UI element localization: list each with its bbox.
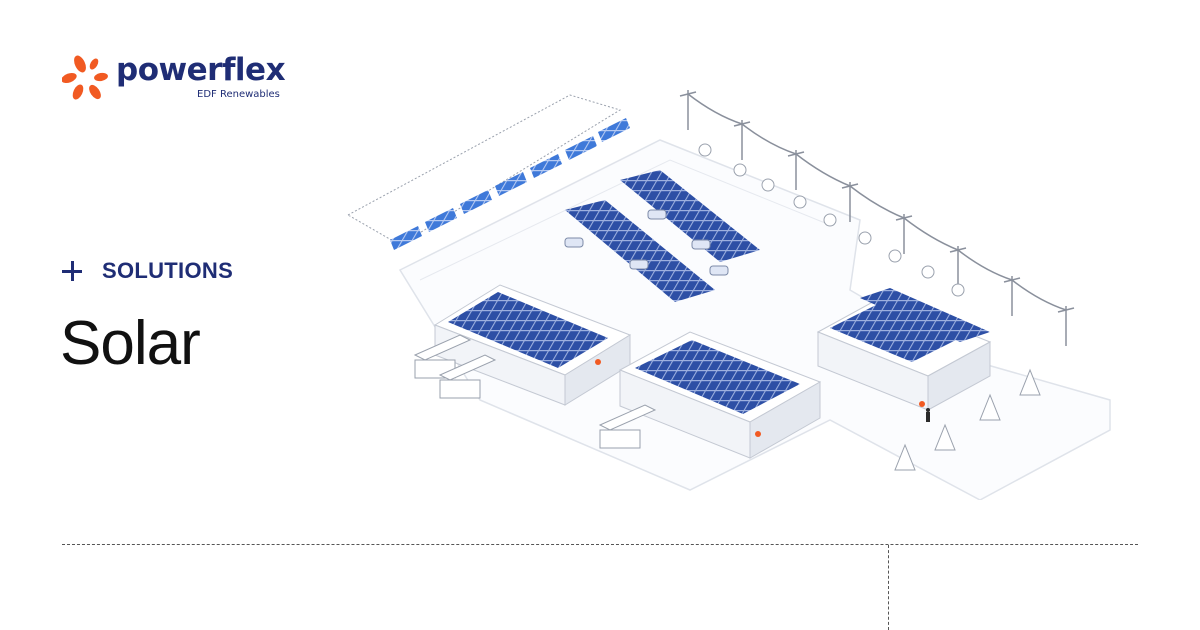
- logo-subtitle: EDF Renewables: [197, 89, 280, 100]
- vertical-divider: [888, 545, 889, 630]
- building-1: [433, 284, 632, 406]
- section-label: SOLUTIONS: [62, 256, 233, 286]
- logo-wordmark: powerflex: [116, 52, 286, 88]
- horizontal-divider: [62, 544, 1138, 545]
- solar-site-illustration: [346, 90, 1111, 500]
- plus-icon: [62, 261, 82, 281]
- trucks: [413, 334, 657, 449]
- page-title: Solar: [60, 309, 201, 378]
- logo[interactable]: powerflex EDF Renewables: [62, 52, 286, 112]
- power-line: [679, 90, 1075, 346]
- section-label-text: SOLUTIONS: [102, 258, 234, 283]
- carport-panels-1: [620, 170, 760, 262]
- tree-row: [698, 143, 965, 297]
- carport-panels-2: [565, 200, 715, 302]
- powerflex-logo-icon: [62, 55, 108, 100]
- pine-trees: [894, 368, 1041, 471]
- building-3: [816, 288, 992, 411]
- building-2: [618, 331, 822, 459]
- person: [926, 408, 930, 422]
- ground-panel-row: [390, 118, 630, 250]
